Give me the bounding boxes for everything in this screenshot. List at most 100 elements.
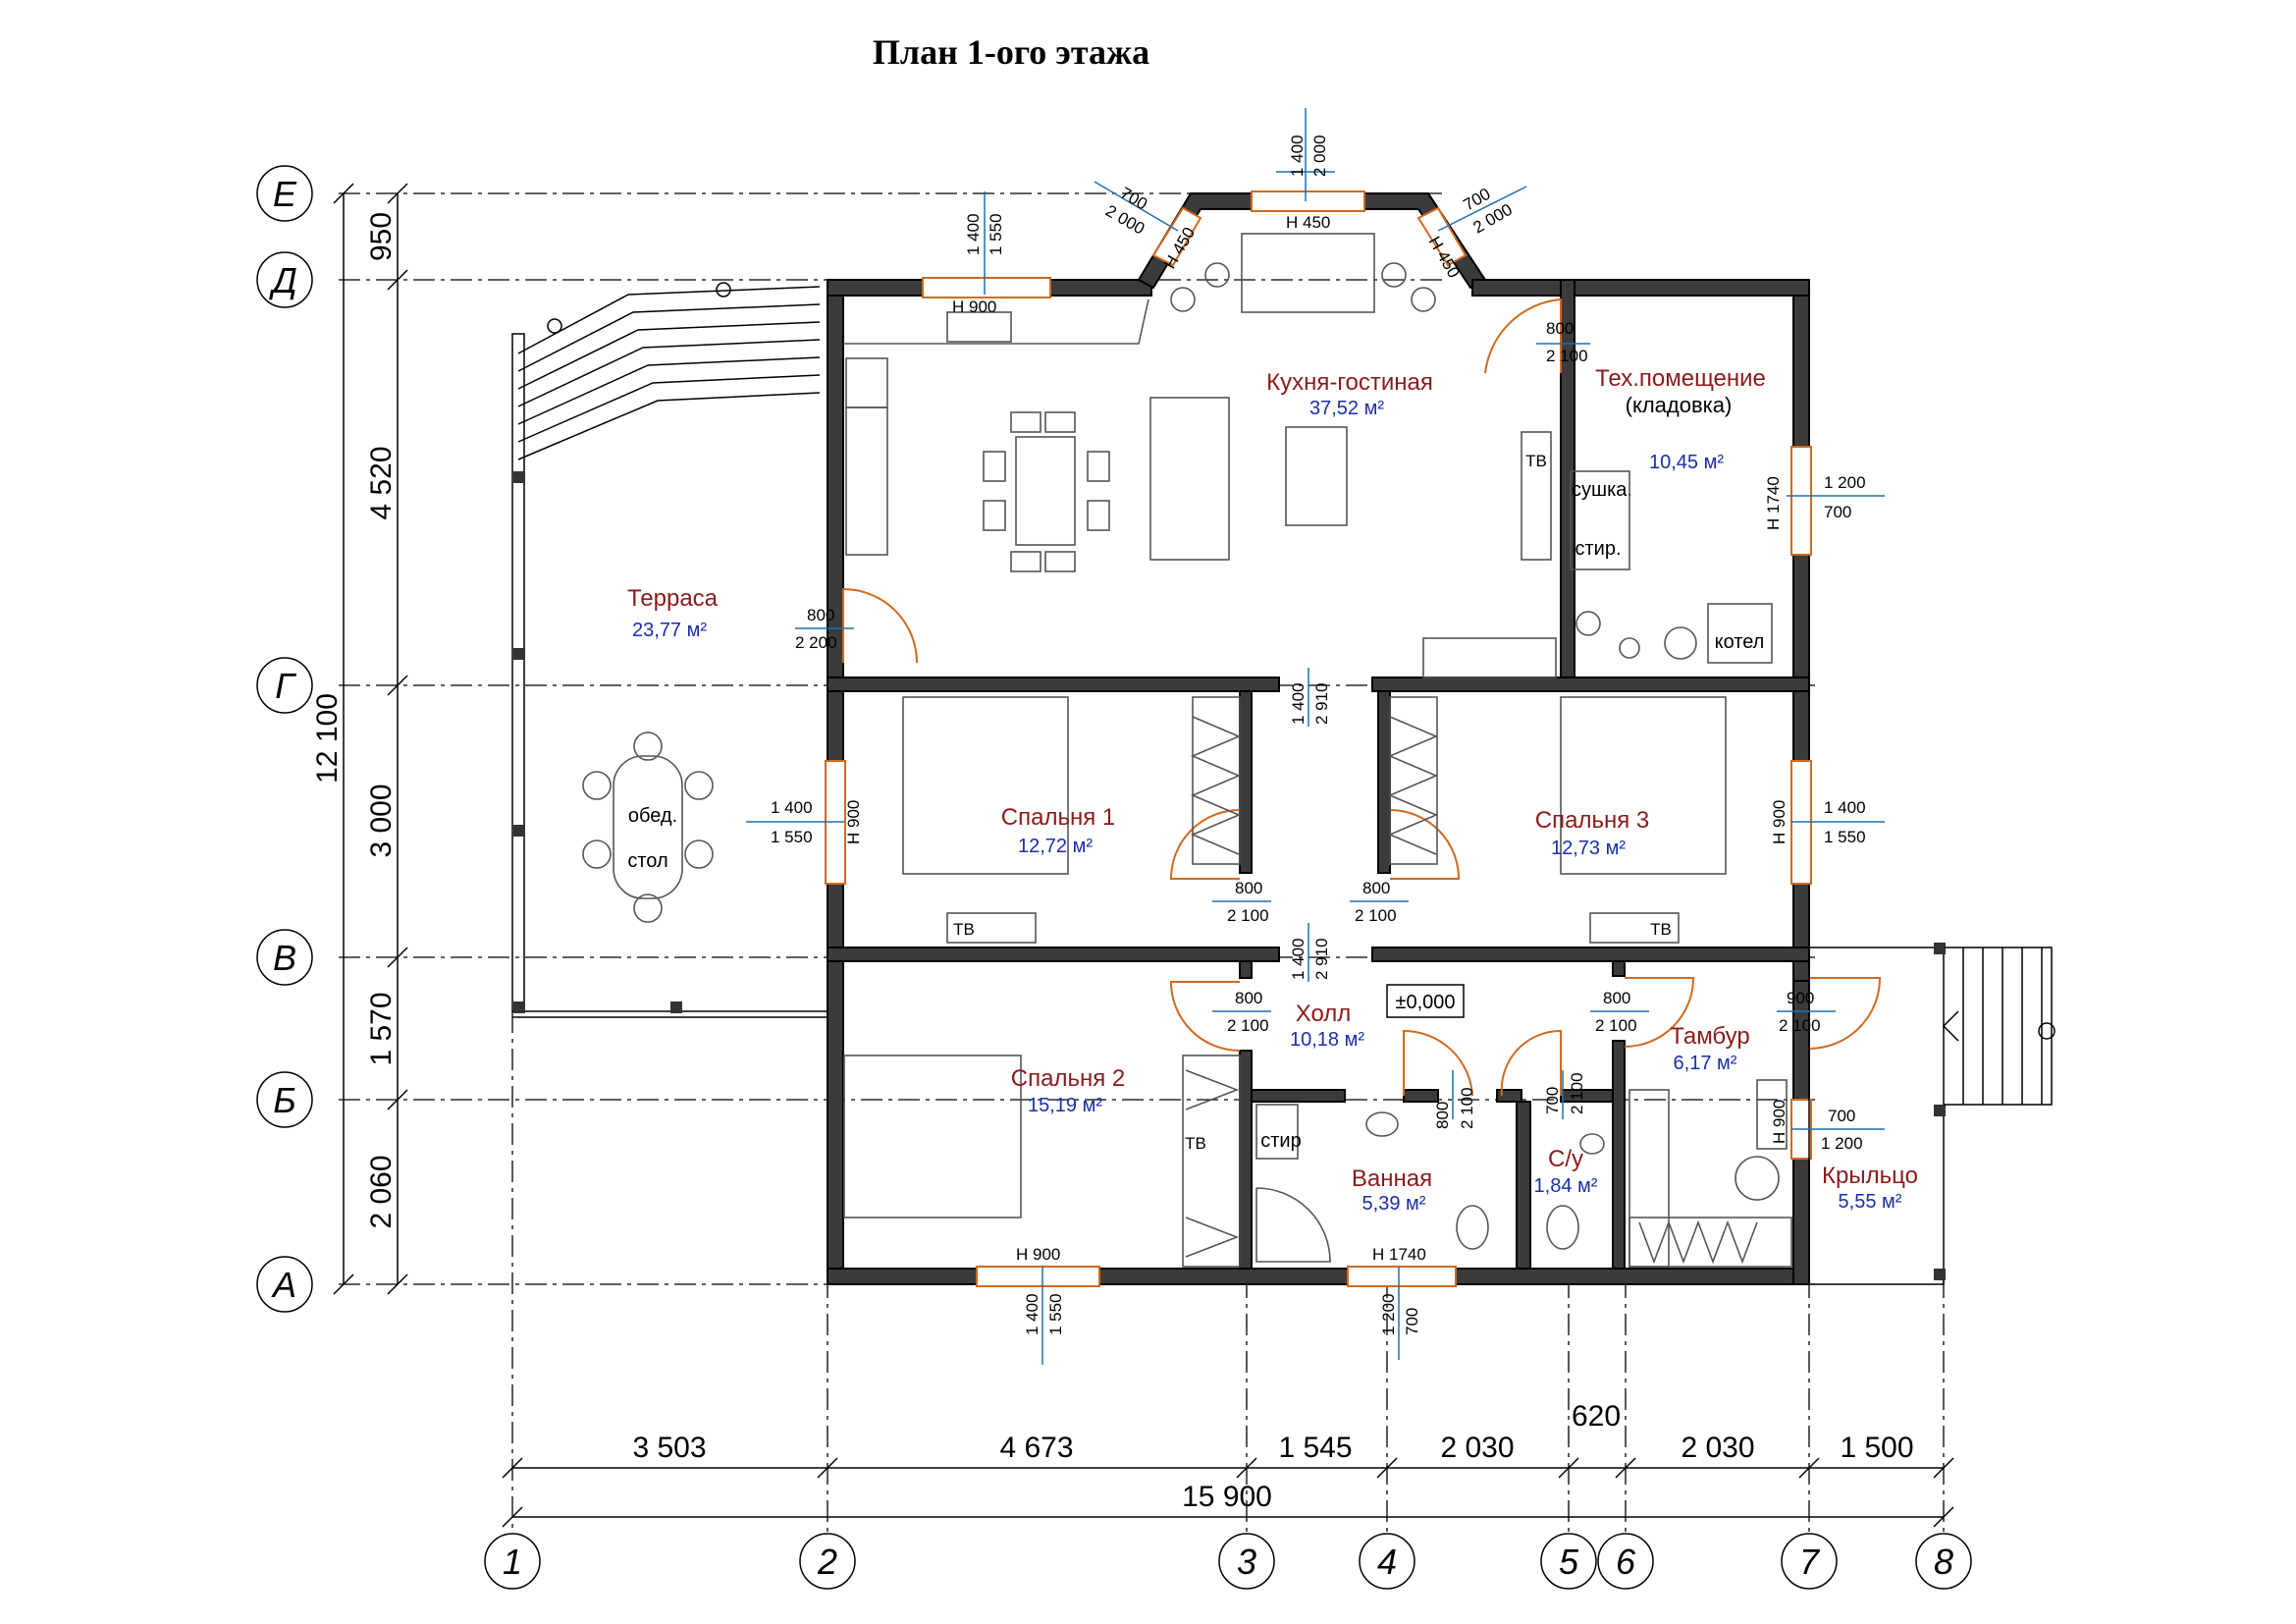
svg-text:1 400: 1 400 — [1289, 938, 1308, 980]
tv-label-bed1: ТВ — [953, 920, 975, 939]
svg-text:2 100: 2 100 — [1227, 906, 1269, 925]
svg-text:Н 900: Н 900 — [1770, 800, 1789, 844]
hall-name: Холл — [1296, 1001, 1352, 1027]
svg-text:1 400: 1 400 — [964, 213, 983, 255]
hall-area: 10,18 м² — [1290, 1029, 1364, 1051]
svg-text:800: 800 — [1546, 319, 1574, 338]
svg-text:Н 450: Н 450 — [1286, 213, 1330, 232]
svg-text:2 000: 2 000 — [1310, 135, 1329, 177]
room-labels: Кухня-гостиная 37,52 м² Тех.помещение (к… — [1001, 365, 1918, 1215]
axis-row-b: Б — [273, 1080, 295, 1120]
tech-name: Тех.помещение — [1595, 365, 1766, 392]
porch-area: 5,55 м² — [1839, 1191, 1902, 1213]
svg-text:1 550: 1 550 — [987, 213, 1005, 255]
bottom-dimensions: 3 503 4 673 1 545 2 030 620 2 030 1 500 … — [502, 1400, 1954, 1528]
page-title: План 1-ого этажа — [873, 32, 1149, 72]
axis-row-d: Д — [268, 260, 296, 300]
axis-col-4: 4 — [1377, 1542, 1397, 1582]
tech-subname: (кладовка) — [1626, 393, 1733, 417]
terrace: обед. стол Терраса 23,77 м² — [511, 282, 828, 1018]
dim-4520: 4 520 — [365, 446, 398, 519]
dim-1570: 1 570 — [365, 992, 398, 1065]
dim-3503: 3 503 — [632, 1432, 706, 1464]
walls — [827, 192, 1810, 1285]
doors — [842, 298, 1882, 1097]
axis-col-1: 1 — [503, 1542, 522, 1582]
washer-label: стир. — [1575, 538, 1621, 560]
svg-text:Н 900: Н 900 — [952, 298, 996, 316]
dim-total-12100: 12 100 — [311, 693, 344, 784]
svg-text:800: 800 — [1603, 989, 1630, 1007]
bed2-name: Спальня 2 — [1011, 1065, 1125, 1092]
svg-text:Н 900: Н 900 — [1016, 1245, 1060, 1264]
terrace-name: Терраса — [627, 585, 719, 612]
dining-label-2: стол — [627, 850, 667, 872]
dim-2030-a: 2 030 — [1440, 1432, 1514, 1464]
dim-2030-b: 2 030 — [1681, 1432, 1754, 1464]
svg-text:2 100: 2 100 — [1546, 347, 1588, 365]
svg-text:1 550: 1 550 — [771, 828, 813, 846]
porch — [1808, 943, 2056, 1285]
dim-total-15900: 15 900 — [1182, 1481, 1272, 1513]
boiler-label: котел — [1715, 631, 1765, 653]
svg-text:2 100: 2 100 — [1779, 1016, 1821, 1035]
axis-row-v: В — [273, 938, 296, 978]
dim-620: 620 — [1572, 1400, 1621, 1433]
tech-area: 10,45 м² — [1649, 452, 1724, 473]
svg-text:1 550: 1 550 — [1824, 828, 1866, 846]
svg-text:800: 800 — [1235, 879, 1262, 897]
wc-area: 1,84 м² — [1534, 1175, 1598, 1197]
dryer-label: сушка. — [1572, 479, 1632, 501]
axis-row-a: А — [271, 1265, 296, 1305]
bath-name: Ванная — [1352, 1165, 1432, 1192]
dim-3000: 3 000 — [365, 784, 398, 857]
windows — [825, 190, 1812, 1287]
axis-row-g: Г — [275, 666, 296, 706]
svg-text:800: 800 — [807, 606, 834, 624]
porch-name: Крыльцо — [1822, 1163, 1918, 1189]
svg-text:2 100: 2 100 — [1458, 1087, 1476, 1129]
bed1-area: 12,72 м² — [1018, 836, 1093, 857]
kitchen-area: 37,52 м² — [1309, 398, 1384, 419]
svg-text:1 400: 1 400 — [1824, 798, 1866, 817]
left-dimensions: 950 4 520 3 000 1 570 2 060 12 100 — [311, 183, 408, 1295]
svg-text:2 100: 2 100 — [1595, 1016, 1637, 1035]
vestibule-name: Тамбур — [1670, 1023, 1749, 1050]
bed3-name: Спальня 3 — [1535, 807, 1649, 834]
terrace-area: 23,77 м² — [632, 620, 707, 641]
washer-label-bath: стир — [1260, 1130, 1301, 1152]
svg-text:1 200: 1 200 — [1379, 1293, 1398, 1335]
svg-text:Н 1740: Н 1740 — [1764, 476, 1783, 530]
tv-label-kitchen: ТВ — [1525, 452, 1547, 470]
svg-text:900: 900 — [1787, 989, 1814, 1007]
svg-text:800: 800 — [1235, 989, 1262, 1007]
wc-name: С/у — [1548, 1146, 1583, 1172]
svg-text:1 400: 1 400 — [1023, 1293, 1041, 1335]
svg-text:800: 800 — [1362, 879, 1390, 897]
column-axis-markers: 1 2 3 4 5 6 7 8 — [484, 1533, 1972, 1590]
axis-col-8: 8 — [1934, 1542, 1953, 1582]
axis-col-3: 3 — [1237, 1542, 1256, 1582]
svg-text:Н 1740: Н 1740 — [1372, 1245, 1426, 1264]
axis-row-e: Е — [273, 174, 297, 214]
dining-label-1: обед. — [628, 805, 677, 827]
dim-1545: 1 545 — [1278, 1432, 1352, 1464]
furniture: ТВ сушка. стир. котел ТВ ТВ ТВ стир — [843, 233, 1792, 1268]
axis-col-7: 7 — [1799, 1542, 1821, 1582]
svg-text:1 200: 1 200 — [1821, 1134, 1863, 1153]
tv-label-bed2: ТВ — [1185, 1134, 1206, 1153]
svg-text:2 100: 2 100 — [1568, 1072, 1586, 1114]
axis-col-5: 5 — [1559, 1542, 1579, 1582]
svg-text:Н 900: Н 900 — [1770, 1100, 1789, 1144]
svg-text:2 100: 2 100 — [1355, 906, 1397, 925]
axis-col-2: 2 — [817, 1542, 837, 1582]
bed2-area: 15,19 м² — [1028, 1095, 1102, 1116]
svg-text:1 400: 1 400 — [1288, 135, 1307, 177]
svg-text:700: 700 — [1828, 1107, 1855, 1125]
dim-950: 950 — [365, 212, 398, 261]
level-mark: ±0,000 — [1395, 992, 1455, 1013]
kitchen-name: Кухня-гостиная — [1266, 369, 1433, 396]
dim-1500: 1 500 — [1840, 1432, 1913, 1464]
dim-4673: 4 673 — [999, 1432, 1073, 1464]
